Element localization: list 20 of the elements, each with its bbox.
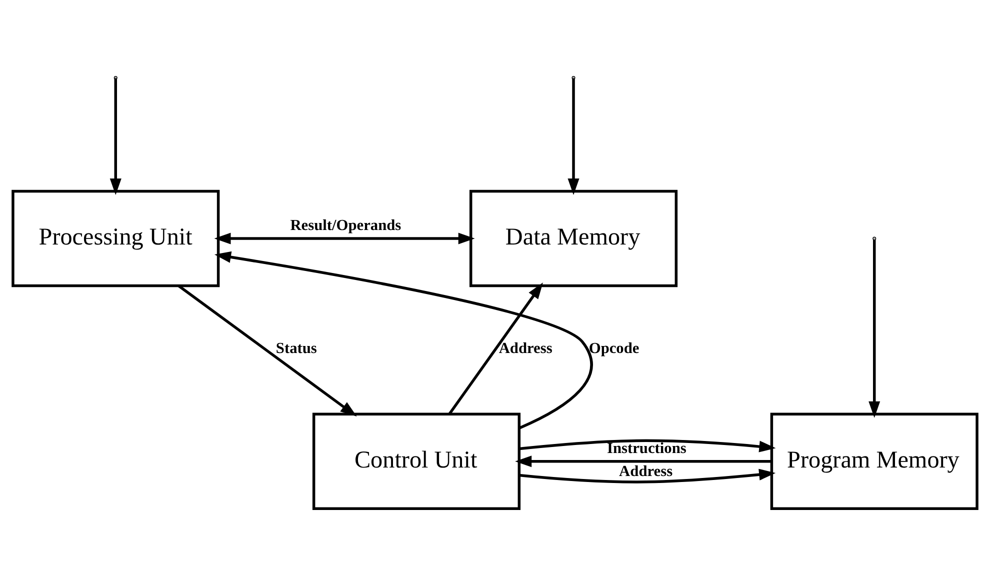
arrow (110, 78, 122, 195)
edge-label: Result/Operands (290, 216, 402, 234)
node-box: Control Unit (312, 412, 521, 510)
arrow (519, 438, 776, 452)
arrow (214, 232, 475, 244)
edge-label: Opcode (588, 339, 640, 356)
arrow (214, 250, 593, 429)
node-box: Data Memory (469, 189, 678, 287)
arrow (178, 284, 357, 416)
arrow (515, 455, 772, 467)
arrow (868, 239, 880, 418)
edge-label: Address (619, 462, 673, 480)
edge-label: Instructions (607, 439, 686, 456)
arrow (519, 468, 776, 483)
arrow (448, 282, 543, 414)
node-box: Processing Unit (12, 189, 220, 287)
arrow (568, 78, 580, 195)
node-box: Program Memory (770, 412, 978, 510)
edge-label: Address (498, 339, 552, 356)
edge-label: Status (276, 339, 317, 356)
